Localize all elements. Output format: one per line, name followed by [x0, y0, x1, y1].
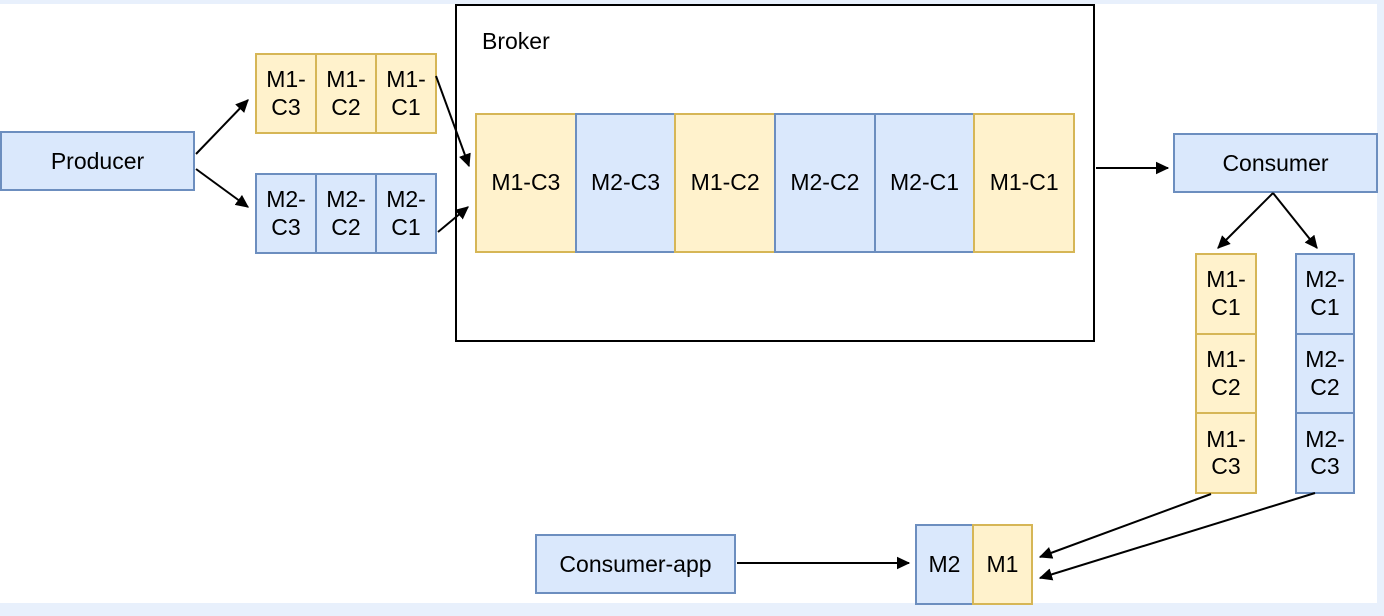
queue-cell: M1-C2 [674, 113, 777, 253]
queue-cell: M1- C3 [255, 53, 317, 134]
producer-queue-m2: M2- C3 M2- C2 M2- C1 [255, 173, 437, 254]
consumer-app-label: Consumer-app [559, 550, 712, 577]
queue-cell: M2- C3 [1295, 412, 1355, 495]
queue-cell: M1- C3 [1195, 412, 1257, 495]
queue-cell: M1- C1 [1195, 253, 1257, 335]
queue-cell: M2- C1 [1295, 253, 1355, 335]
queue-cell: M2- C3 [255, 173, 317, 254]
queue-cell: M2- C2 [315, 173, 377, 254]
queue-cell: M1-C1 [973, 113, 1076, 253]
queue-cell: M1- C1 [375, 53, 437, 134]
assembled-m2-label: M2 [928, 551, 961, 578]
queue-cell: M1- C2 [1195, 332, 1257, 415]
broker-queue: M1-C3 M2-C3 M1-C2 M2-C2 M2-C1 M1-C1 [475, 113, 1076, 253]
consumer-app-node: Consumer-app [535, 534, 736, 594]
queue-cell: M2- C2 [1295, 332, 1355, 415]
producer-node: Producer [0, 131, 195, 191]
queue-cell: M2- C1 [375, 173, 437, 254]
queue-cell: M2-C2 [774, 113, 876, 253]
broker-label: Broker [482, 28, 550, 54]
assembled-message-m2: M2 [915, 524, 974, 605]
producer-label: Producer [50, 147, 145, 174]
queue-cell: M2-C1 [873, 113, 976, 253]
queue-cell: M1-C3 [475, 113, 577, 253]
consumer-label: Consumer [1222, 149, 1329, 176]
consumer-queue-m2: M2- C1 M2- C2 M2- C3 [1295, 253, 1355, 495]
queue-cell: M2-C3 [574, 113, 677, 253]
queue-cell: M1- C2 [315, 53, 377, 134]
assembled-message-m1: M1 [972, 524, 1033, 605]
producer-queue-m1: M1- C3 M1- C2 M1- C1 [255, 53, 437, 134]
consumer-node: Consumer [1173, 133, 1378, 193]
assembled-m1-label: M1 [986, 551, 1019, 578]
consumer-queue-m1: M1- C1 M1- C2 M1- C3 [1195, 253, 1257, 495]
